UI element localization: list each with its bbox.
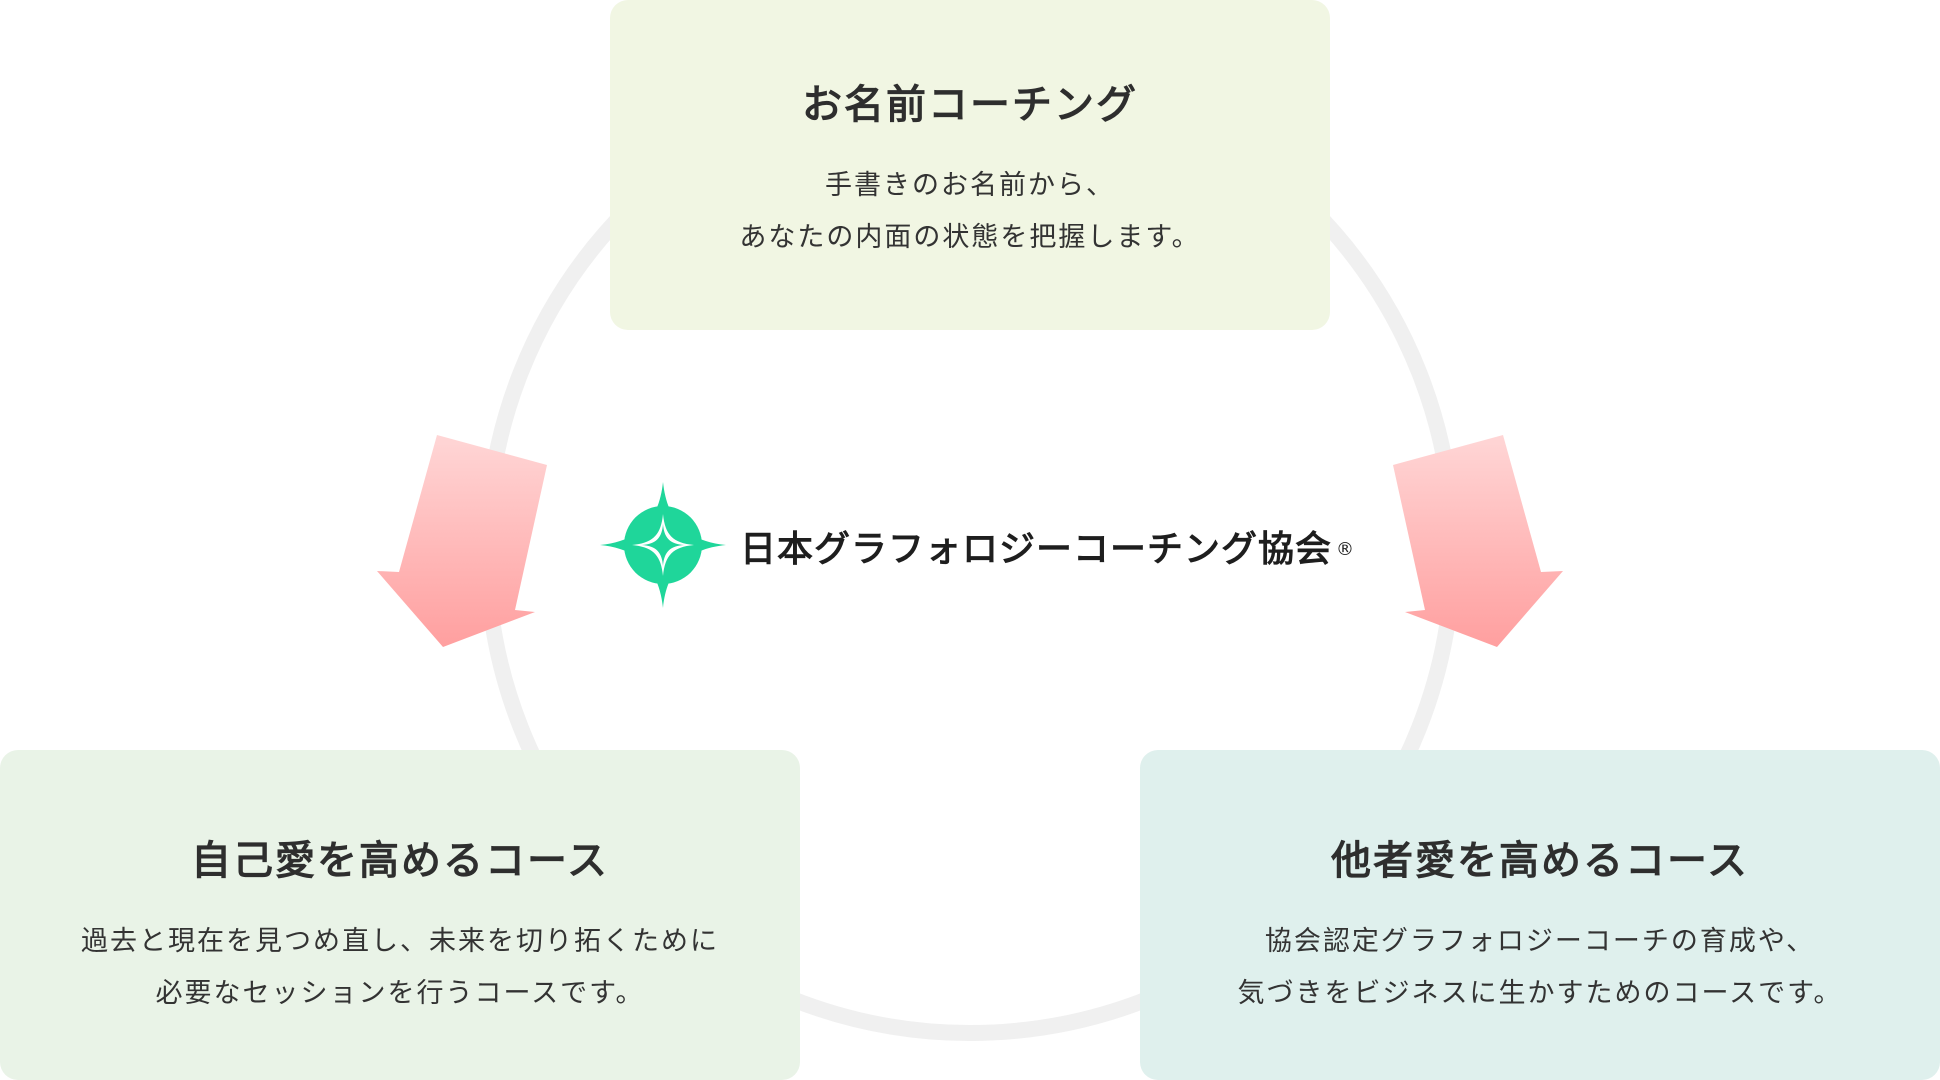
card-description-line-2: 気づきをビジネスに生かすためのコースです。 <box>1237 978 1843 1009</box>
registered-trademark: ® <box>1336 539 1356 560</box>
four-point-star-logo-icon <box>600 482 726 608</box>
card-description-line-1: 手書きのお名前から、 <box>825 170 1115 201</box>
card-title: お名前コーチング <box>802 82 1138 128</box>
arrow-down-right-icon <box>1393 435 1563 647</box>
card-others-love-course: 他者愛を高めるコース 協会認定グラフォロジーコーチの育成や、 気づきをビジネスに… <box>1140 750 1940 1080</box>
organization-name-text: 日本グラフォロジーコーチング協会 <box>740 529 1333 570</box>
card-title: 他者愛を高めるコース <box>1331 838 1749 884</box>
card-title: 自己愛を高めるコース <box>191 838 609 884</box>
association-logo: 日本グラフォロジーコーチング協会® <box>598 480 1358 610</box>
card-name-coaching: お名前コーチング 手書きのお名前から、 あなたの内面の状態を把握します。 <box>610 0 1330 330</box>
card-description-line-2: あなたの内面の状態を把握します。 <box>739 222 1201 253</box>
arrow-down-left-icon <box>377 435 547 647</box>
organization-name: 日本グラフォロジーコーチング協会® <box>740 520 1355 572</box>
card-description-line-1: 過去と現在を見つめ直し、未来を切り拓くために <box>81 926 719 957</box>
card-description-line-2: 必要なセッションを行うコースです。 <box>155 978 645 1009</box>
card-description-line-1: 協会認定グラフォロジーコーチの育成や、 <box>1264 926 1816 957</box>
card-self-love-course: 自己愛を高めるコース 過去と現在を見つめ直し、未来を切り拓くために 必要なセッシ… <box>0 750 800 1080</box>
